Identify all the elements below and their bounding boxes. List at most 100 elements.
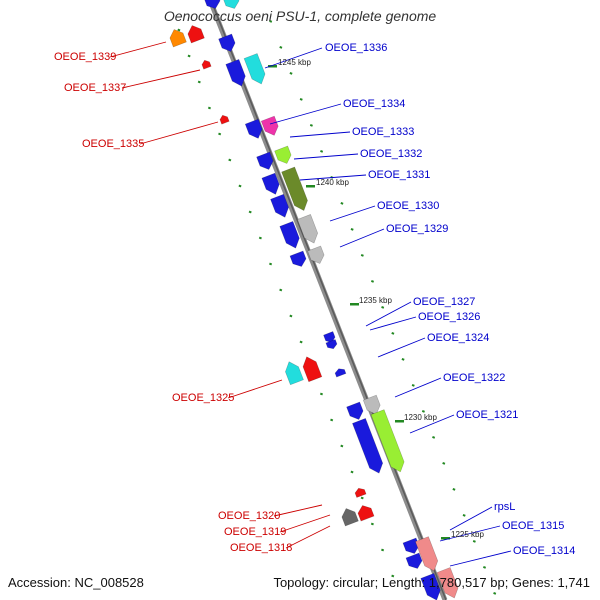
tick-dash (258, 236, 262, 240)
tick-dash (462, 514, 466, 517)
kbp-marker: 1230 kbp (404, 413, 437, 422)
kbp-marker: 1240 kbp (316, 178, 349, 187)
gene-feature (187, 25, 205, 44)
label-connector (139, 121, 219, 145)
label-connector (369, 316, 417, 331)
gene-label-oeoe-1322[interactable]: OEOE_1322 (443, 372, 506, 384)
gene-label-oeoe-1319[interactable]: OEOE_1319 (224, 526, 287, 538)
tick-dash (482, 566, 487, 569)
label-connector (409, 414, 455, 434)
gene-label-oeoe-1331[interactable]: OEOE_1331 (368, 169, 431, 181)
gene-label-oeoe-1336[interactable]: OEOE_1336 (325, 42, 388, 54)
gene-feature (357, 505, 375, 522)
tick-dash (340, 201, 344, 205)
gene-label-oeoe-1326[interactable]: OEOE_1326 (418, 311, 481, 323)
label-connector (269, 103, 342, 125)
gene-feature (354, 487, 367, 498)
label-connectors (109, 41, 512, 567)
gene-feature (420, 572, 441, 600)
label-connector (273, 504, 323, 517)
gene-feature (352, 417, 384, 474)
label-connector (285, 525, 331, 549)
label-connector (365, 301, 412, 327)
gene-feature (307, 245, 325, 264)
tick-dash (289, 71, 293, 75)
kbp-marker: 1245 kbp (278, 58, 311, 67)
tick-dash (350, 227, 354, 231)
tick-dash (493, 592, 497, 595)
gene-label-oeoe-1325[interactable]: OEOE_1325 (172, 392, 235, 404)
gene-label-oeoe-1329[interactable]: OEOE_1329 (386, 223, 449, 235)
tick-dash (472, 539, 476, 543)
label-connector (449, 550, 512, 567)
gene-label-oeoe-1321[interactable]: OEOE_1321 (456, 409, 519, 421)
tick-dash (248, 210, 252, 214)
accession-text: Accession: NC_008528 (8, 575, 144, 590)
gene-feature (244, 118, 263, 139)
gene-label-oeoe-1334[interactable]: OEOE_1334 (343, 98, 406, 110)
gene-feature (323, 331, 336, 344)
label-connector (293, 153, 359, 160)
tick-dash (289, 314, 293, 318)
gene-feature (346, 401, 364, 420)
gene-feature (270, 193, 289, 218)
tick-marks (177, 19, 497, 595)
gene-label-oeoe-1332[interactable]: OEOE_1332 (360, 148, 423, 160)
gene-feature (436, 567, 459, 599)
gene-feature (218, 33, 236, 52)
gene-feature (169, 29, 187, 48)
kbp-marker: 1225 kbp (451, 530, 484, 539)
gene-label-rpsl[interactable]: rpsL (494, 501, 516, 513)
gene-label-oeoe-1330[interactable]: OEOE_1330 (377, 200, 440, 212)
label-connector (264, 47, 323, 69)
genome-summary-text: Topology: circular; Length: 1,780,517 bp… (273, 575, 590, 590)
tick-dash (401, 357, 405, 361)
gene-feature (201, 59, 212, 70)
tick-dash (360, 254, 364, 257)
label-connector (227, 379, 283, 399)
gene-label-oeoe-1315[interactable]: OEOE_1315 (502, 520, 565, 532)
tick-dash (238, 184, 242, 188)
gene-label-oeoe-1327[interactable]: OEOE_1327 (413, 296, 476, 308)
gene-feature (370, 409, 405, 473)
label-connector (299, 174, 367, 181)
gene-feature (302, 356, 323, 383)
gene-feature (274, 145, 292, 164)
label-connector (109, 41, 167, 58)
tick-dash (381, 306, 385, 309)
gene-feature (297, 214, 319, 244)
gene-feature (261, 172, 280, 195)
gene-feature (279, 220, 300, 249)
gene-label-oeoe-1318[interactable]: OEOE_1318 (230, 542, 293, 554)
gene-feature (341, 508, 359, 527)
tick-dash (340, 444, 344, 448)
label-connector (377, 337, 426, 358)
major-tick (395, 420, 404, 423)
gene-label-oeoe-1314[interactable]: OEOE_1314 (513, 545, 576, 557)
tick-dash (279, 288, 283, 292)
gene-feature (405, 552, 423, 569)
gene-label-oeoe-1339[interactable]: OEOE_1339 (54, 51, 117, 63)
tick-dash (381, 548, 385, 552)
label-connector (121, 69, 201, 89)
gene-feature (219, 114, 230, 125)
gene-label-oeoe-1320[interactable]: OEOE_1320 (218, 510, 281, 522)
label-connector (439, 525, 501, 542)
gene-feature (222, 0, 240, 9)
tick-dash (279, 45, 283, 49)
label-connector (449, 506, 493, 531)
gene-features (169, 0, 459, 600)
label-connector (394, 377, 442, 398)
gene-label-oeoe-1324[interactable]: OEOE_1324 (427, 332, 490, 344)
label-connector (289, 131, 351, 138)
gene-feature (260, 115, 279, 136)
gene-feature (414, 536, 439, 572)
tick-dash (391, 332, 395, 335)
gene-label-oeoe-1337[interactable]: OEOE_1337 (64, 82, 127, 94)
gene-label-oeoe-1335[interactable]: OEOE_1335 (82, 138, 145, 150)
tick-dash (350, 470, 354, 474)
gene-label-oeoe-1333[interactable]: OEOE_1333 (352, 126, 415, 138)
tick-dash (187, 54, 191, 58)
tick-dash (207, 106, 211, 110)
